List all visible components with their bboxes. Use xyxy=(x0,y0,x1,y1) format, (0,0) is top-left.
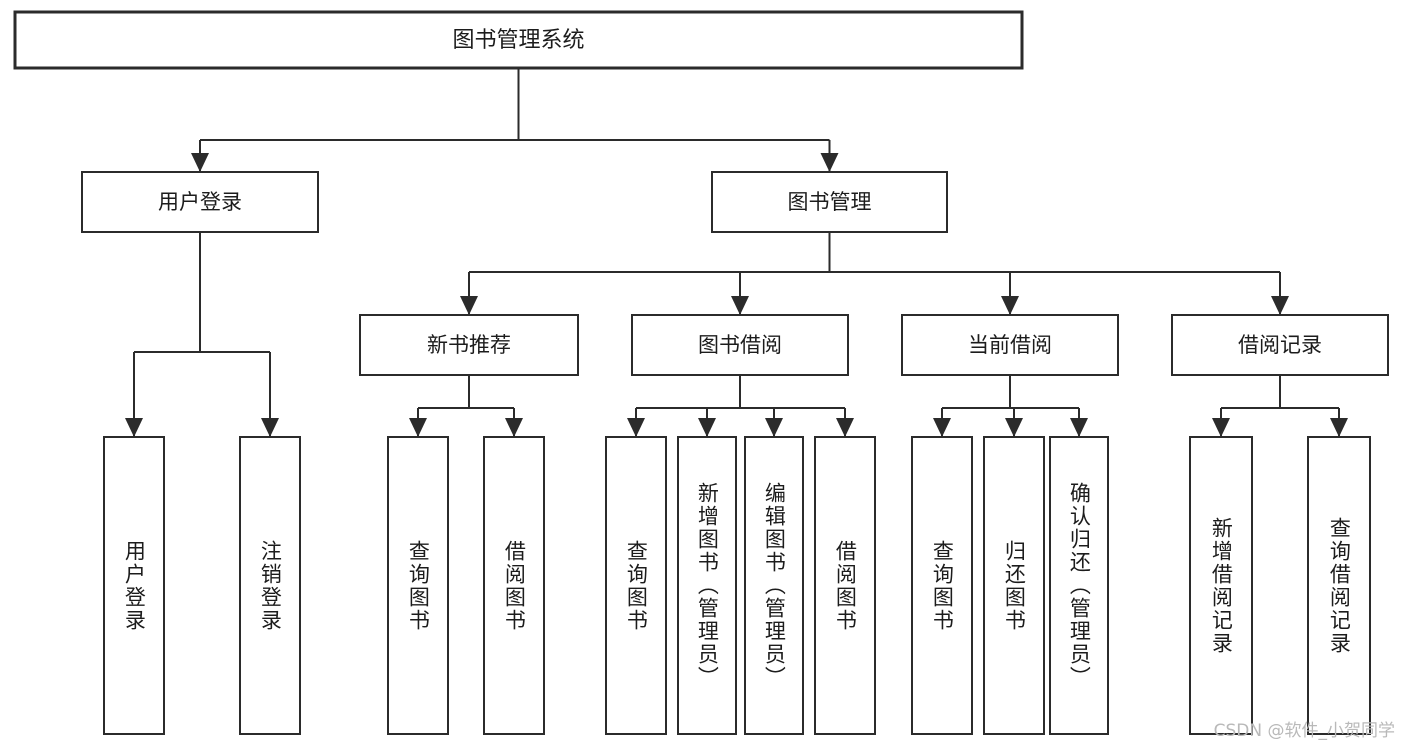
node-box-new-book-recommend[interactable] xyxy=(358,313,580,377)
arrow-head-icon xyxy=(1001,296,1019,315)
arrow-head-icon xyxy=(1005,418,1023,437)
node-box-leaf-user-login[interactable] xyxy=(102,435,166,736)
node-box-leaf-add-book[interactable] xyxy=(676,435,738,736)
arrow-head-icon xyxy=(765,418,783,437)
arrow-head-icon xyxy=(627,418,645,437)
arrow-head-icon xyxy=(1070,418,1088,437)
node-box-borrow-record[interactable] xyxy=(1170,313,1390,377)
node-label-current-borrow: 当前借阅 xyxy=(968,333,1052,357)
arrow-head-icon xyxy=(836,418,854,437)
node-box-leaf-borrow-book[interactable] xyxy=(813,435,877,736)
arrow-head-icon xyxy=(1330,418,1348,437)
node-label-new-book-recommend: 新书推荐 xyxy=(427,333,511,357)
node-label-borrow-record: 借阅记录 xyxy=(1238,333,1322,357)
node-box-leaf-add-record[interactable] xyxy=(1188,435,1254,736)
arrow-head-icon xyxy=(1212,418,1230,437)
node-box-root[interactable] xyxy=(13,10,1024,70)
arrow-head-icon xyxy=(505,418,523,437)
connector-layer xyxy=(125,68,1348,437)
node-label-book-borrow: 图书借阅 xyxy=(698,333,782,357)
arrow-head-icon xyxy=(1271,296,1289,315)
node-box-leaf-query-book-cur[interactable] xyxy=(910,435,974,736)
node-box-leaf-query-book-borrow[interactable] xyxy=(604,435,668,736)
node-label-root: 图书管理系统 xyxy=(452,28,584,53)
node-box-leaf-confirm-return[interactable] xyxy=(1048,435,1110,736)
node-box-leaf-edit-book[interactable] xyxy=(743,435,805,736)
node-box-leaf-return-book[interactable] xyxy=(982,435,1046,736)
arrow-head-icon xyxy=(409,418,427,437)
arrow-head-icon xyxy=(731,296,749,315)
arrow-head-icon xyxy=(820,153,839,172)
arrow-head-icon xyxy=(460,296,478,315)
arrow-head-icon xyxy=(191,153,209,172)
node-box-book-borrow[interactable] xyxy=(630,313,850,377)
node-box-user-login[interactable] xyxy=(80,170,320,234)
node-label-book-manage: 图书管理 xyxy=(788,190,872,214)
node-box-layer xyxy=(13,10,1390,736)
node-box-leaf-query-book-rec[interactable] xyxy=(386,435,450,736)
arrow-head-icon xyxy=(933,418,951,437)
node-box-leaf-logout[interactable] xyxy=(238,435,302,736)
node-box-current-borrow[interactable] xyxy=(900,313,1120,377)
node-label-user-login: 用户登录 xyxy=(158,190,242,214)
watermark: CSDN @软件_小贺同学 xyxy=(1213,721,1395,741)
arrow-head-icon xyxy=(698,418,716,437)
node-box-book-manage[interactable] xyxy=(710,170,949,234)
node-box-leaf-borrow-book-rec[interactable] xyxy=(482,435,546,736)
arrow-head-icon xyxy=(261,418,279,437)
node-box-leaf-query-record[interactable] xyxy=(1306,435,1372,736)
arrow-head-icon xyxy=(125,418,143,437)
